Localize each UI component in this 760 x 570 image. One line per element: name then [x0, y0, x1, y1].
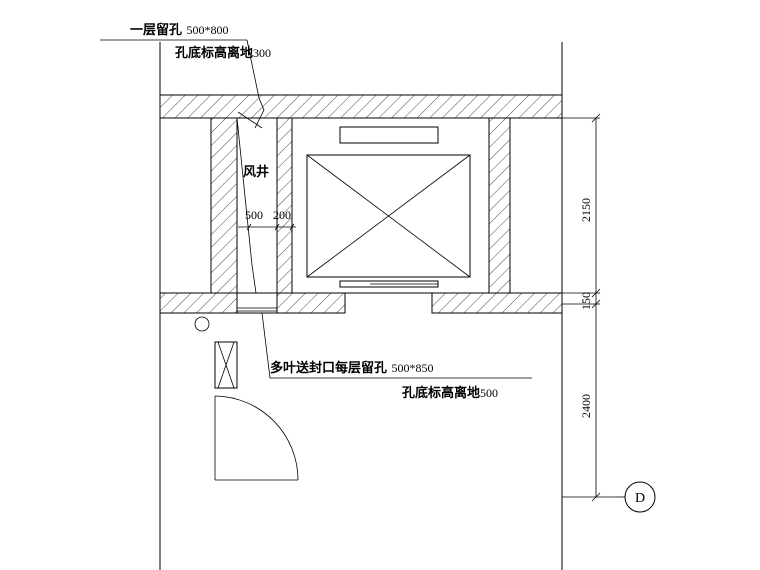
first-floor-hole-text: 一层留孔 500*800 [130, 22, 229, 38]
dim-slab: 150 [579, 292, 593, 310]
leader-vent [261, 312, 532, 379]
vent-hole-height-text: 孔底标高离地500 [402, 385, 498, 401]
dim-corridor: 2400 [579, 394, 593, 418]
axis-label: D [635, 491, 645, 506]
slab-left [159, 292, 238, 314]
dim-wall-thickness: 200 [273, 208, 291, 222]
top-wall [159, 94, 563, 119]
shaft-right-wall [276, 117, 293, 294]
lift-shaft [291, 117, 490, 294]
vent-hole-text: 多叶送封口每层留孔 500*850 [270, 360, 434, 376]
door-swing [214, 395, 299, 481]
first-floor-hole-height-text: 孔底标高离地300 [175, 45, 271, 61]
lift-car [306, 154, 471, 278]
slab-right [431, 292, 563, 314]
axis-bubble [624, 481, 656, 513]
shaft-label: 风井 [243, 164, 269, 180]
pipe-circle [194, 316, 210, 332]
door-panel-box [214, 341, 238, 389]
vent-opening [236, 292, 278, 314]
lift-right-wall [488, 117, 511, 294]
dim-shaft-width: 500 [245, 208, 263, 222]
slab-mid [276, 292, 346, 314]
dim-shaft-depth: 2150 [579, 198, 593, 222]
lift-counterweight [339, 126, 439, 144]
shaft-left-wall [210, 117, 238, 294]
